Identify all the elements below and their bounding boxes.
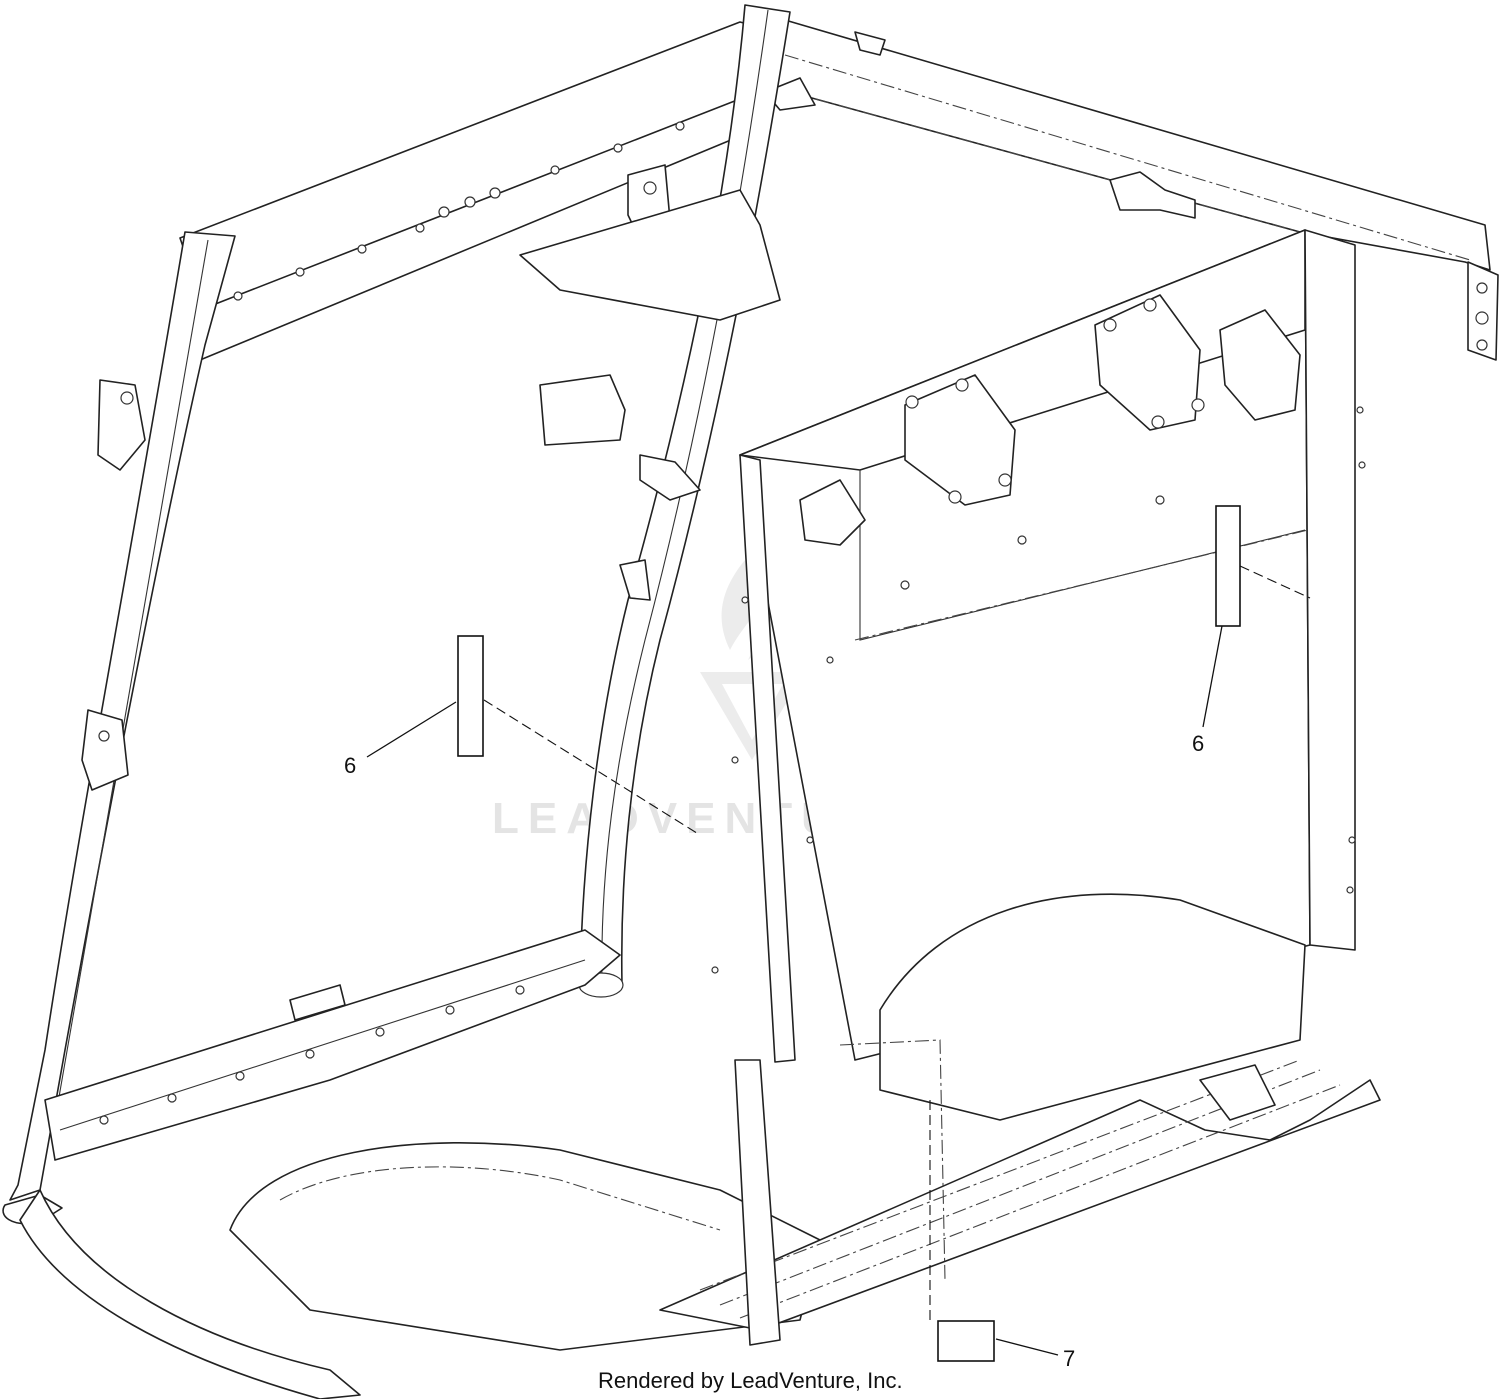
callout-6-right: 6 — [1192, 731, 1204, 756]
latch-hook-lower — [619, 559, 651, 601]
pillar-bracket-upper — [97, 379, 146, 471]
leader-right-decal — [1202, 625, 1223, 728]
rear-wall-edge — [1304, 229, 1356, 951]
decal-left — [457, 635, 484, 757]
floor-pan-right — [879, 893, 1306, 1121]
roof-frame — [179, 19, 1499, 361]
mount-plate-left — [904, 374, 1016, 506]
mount-plate-far-right — [1219, 309, 1301, 421]
pillar-bracket-lower — [81, 709, 129, 791]
decal-floor — [937, 1320, 995, 1362]
rear-wall-left-edge — [739, 454, 796, 1063]
leader-lines — [366, 565, 1311, 1356]
rail-slot — [289, 984, 346, 1021]
rear-panel-assembly — [711, 229, 1366, 1063]
chevron-logo-icon — [700, 672, 805, 760]
roof-bracket-right — [1467, 261, 1499, 361]
leader-left-decal — [366, 701, 457, 758]
latch-hook-upper — [639, 454, 701, 501]
drain-spout — [799, 479, 866, 546]
lower-side-rail — [44, 929, 621, 1161]
lower-frame — [19, 189, 1381, 1399]
seat-mount — [1199, 1064, 1276, 1121]
footer-credit: Rendered by LeadVenture, Inc. — [598, 1368, 903, 1393]
callout-7: 7 — [1063, 1346, 1075, 1371]
floor-step-plate — [659, 1079, 1381, 1331]
tray-bracket — [539, 374, 626, 446]
decal-right — [1215, 505, 1241, 627]
rear-post — [734, 1059, 781, 1346]
left-front-pillar — [2, 231, 236, 1225]
mount-plate-right — [1094, 294, 1201, 431]
lower-front-tube — [19, 1189, 361, 1399]
upper-tray — [519, 189, 781, 321]
roof-clip — [1109, 171, 1196, 219]
callout-6-left: 6 — [344, 753, 356, 778]
leader-floor-decal — [995, 1338, 1059, 1356]
